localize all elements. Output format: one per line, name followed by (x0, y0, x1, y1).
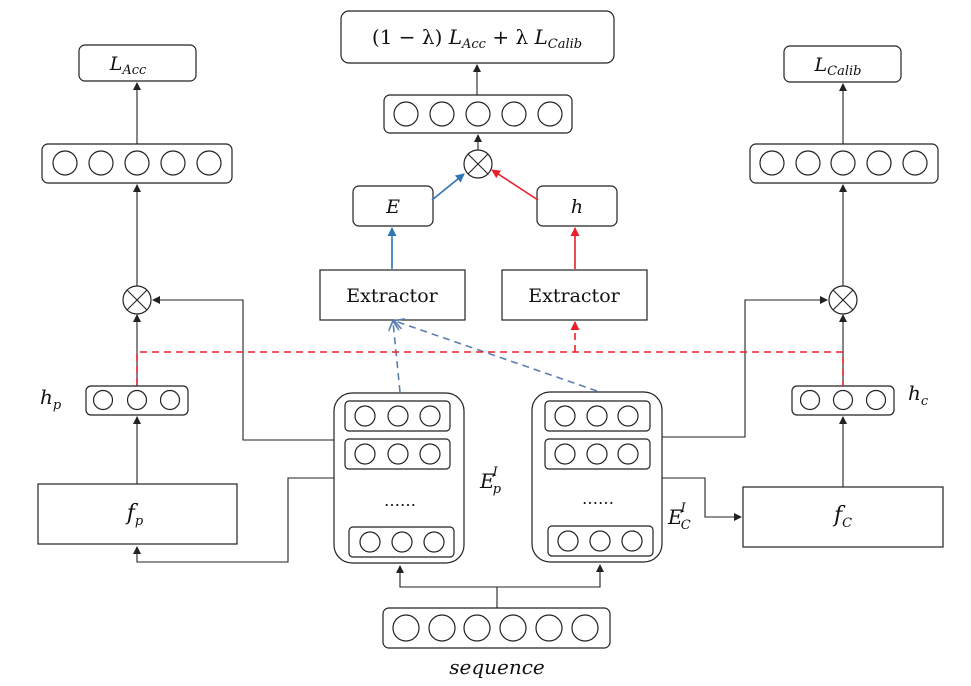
combined-loss-box: (1 − λ) LAcc + λ LCalib (340, 10, 615, 64)
right-output-vector (749, 143, 939, 184)
l-acc-box: LAcc (78, 44, 197, 82)
svg-text:(1 − λ) LAcc + λ LCalib: (1 − λ) LAcc + λ LCalib (372, 25, 582, 52)
fp-box: fp (37, 483, 238, 545)
svg-text:……: …… (582, 489, 614, 508)
right-multiply-icon (828, 285, 858, 315)
extractor-left: Extractor (319, 269, 466, 321)
h-box: h (536, 185, 618, 227)
middle-multiply-icon (463, 149, 493, 179)
fc-box: fC (742, 486, 944, 548)
svg-text:Extractor: Extractor (346, 285, 438, 307)
sequence-label: sequence (449, 655, 545, 679)
svg-text:LCalib: LCalib (814, 54, 862, 79)
l-calib-box: LCalib (783, 45, 902, 83)
svg-text:E: E (385, 196, 400, 218)
svg-text:Extractor: Extractor (528, 285, 620, 307)
hc-label: hc (908, 381, 929, 409)
hp-label: hp (40, 385, 62, 413)
e-box: E (352, 185, 434, 227)
left-multiply-icon (122, 285, 152, 315)
hc-vector (791, 385, 895, 416)
sequence-vector (382, 607, 611, 649)
fused-vector (383, 94, 573, 134)
svg-text:LAcc: LAcc (109, 53, 147, 78)
ec-embedding-stack: …… (531, 391, 663, 563)
svg-text:h: h (571, 196, 583, 218)
svg-text:……: …… (384, 491, 416, 510)
left-output-vector (41, 143, 233, 184)
ep-embedding-stack: …… (333, 392, 465, 564)
extractor-right: Extractor (501, 269, 648, 321)
hp-vector (85, 385, 189, 416)
